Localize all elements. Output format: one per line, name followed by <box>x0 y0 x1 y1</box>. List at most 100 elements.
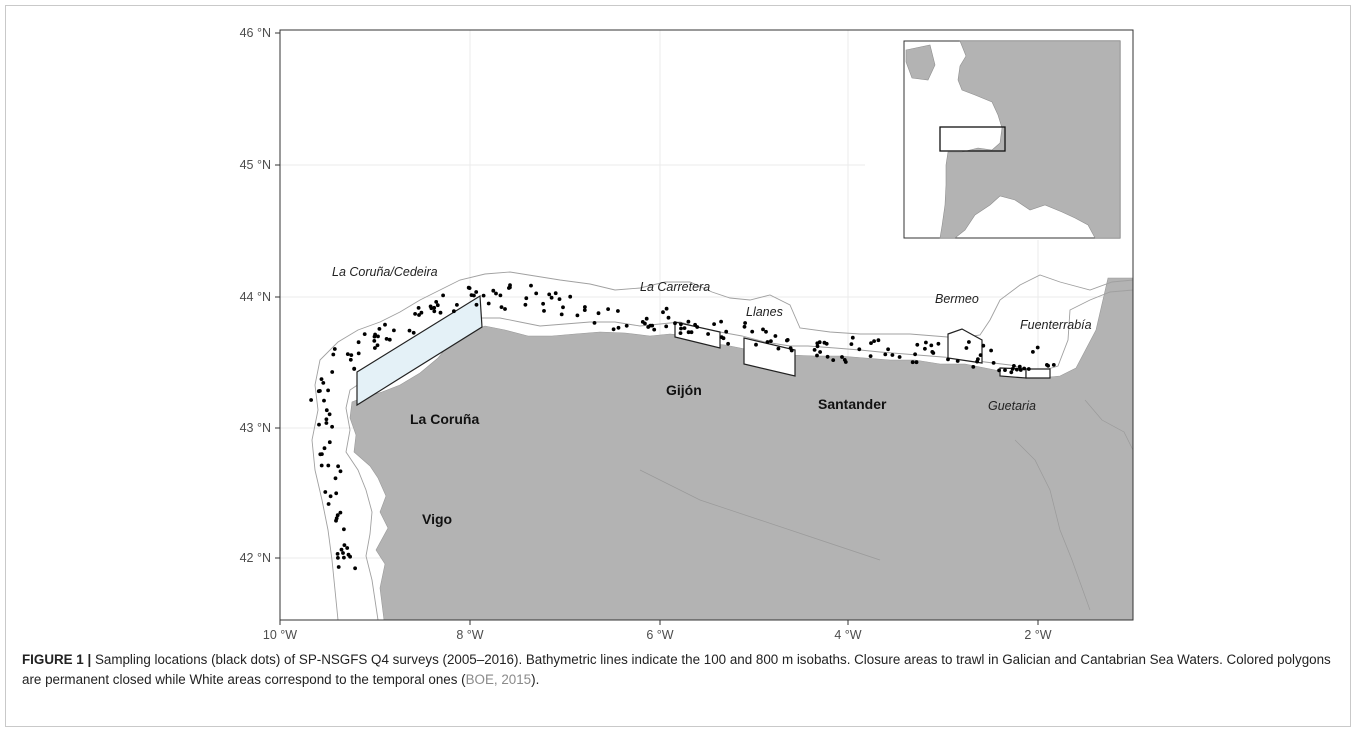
sampling-point <box>338 469 343 474</box>
y-tick-label: 45 °N <box>240 158 271 172</box>
sampling-point <box>679 322 683 327</box>
closure-label-guetaria: Guetaria <box>988 399 1036 413</box>
sampling-point <box>356 340 361 345</box>
sampling-point <box>549 295 554 300</box>
closure-label-la-carretera: La Carretera <box>640 280 710 294</box>
sampling-point <box>616 325 621 330</box>
sampling-point <box>890 353 895 357</box>
sampling-point <box>417 313 421 317</box>
inset-land <box>939 40 1121 239</box>
x-tick-label: 2 °W <box>1024 628 1051 640</box>
sampling-point <box>324 408 329 413</box>
x-tick-label: 6 °W <box>646 628 673 640</box>
sampling-point <box>309 398 313 402</box>
sampling-point <box>872 339 876 343</box>
sampling-point <box>682 326 687 330</box>
sampling-point <box>362 332 367 336</box>
sampling-point <box>455 303 459 307</box>
sampling-point <box>788 346 793 350</box>
sampling-point <box>971 365 976 369</box>
sampling-point <box>592 321 597 325</box>
closure-labels: La Coruña/Cedeira La Carretera Llanes Be… <box>332 265 1092 413</box>
sampling-point <box>335 552 340 556</box>
sampling-point <box>1003 368 1007 372</box>
sampling-point <box>991 361 996 365</box>
sampling-point <box>561 305 565 310</box>
sampling-point <box>469 293 474 297</box>
sampling-point <box>559 312 564 317</box>
sampling-point <box>1046 363 1050 368</box>
sampling-point <box>323 490 328 494</box>
sampling-point <box>886 347 890 352</box>
sampling-point <box>1015 367 1019 372</box>
sampling-point <box>815 341 820 346</box>
closure-polygons <box>356 294 1051 407</box>
caption-text: Sampling locations (black dots) of SP-NS… <box>22 652 1331 687</box>
sampling-point <box>319 463 324 468</box>
sampling-point <box>776 346 781 351</box>
sampling-point <box>348 554 352 559</box>
sampling-point <box>317 422 321 427</box>
sampling-point <box>644 316 649 321</box>
sampling-point <box>342 527 346 532</box>
sampling-point <box>1009 370 1014 375</box>
sampling-point <box>324 421 329 425</box>
city-label-gijon: Gijón <box>666 382 702 398</box>
sampling-point <box>553 291 558 296</box>
caption-end: ). <box>531 672 540 687</box>
inset-study-area <box>939 126 1006 152</box>
sampling-point <box>338 510 343 515</box>
iberian-land <box>349 277 1134 621</box>
sampling-point <box>840 355 844 359</box>
sampling-point <box>915 342 920 347</box>
sampling-point <box>441 293 445 298</box>
sampling-point <box>327 412 332 417</box>
sampling-point <box>534 291 539 296</box>
sampling-point <box>773 334 778 338</box>
sampling-point <box>583 305 587 309</box>
sampling-point <box>721 336 726 341</box>
sampling-point <box>568 294 573 299</box>
x-tick-label: 10 °W <box>263 628 297 640</box>
sampling-point <box>349 353 354 357</box>
sampling-point <box>1035 345 1040 350</box>
sampling-point <box>373 332 377 337</box>
sampling-point <box>964 346 969 350</box>
sampling-point <box>1051 363 1056 367</box>
figure-frame <box>5 5 1351 727</box>
sampling-point <box>332 347 337 351</box>
sampling-point <box>377 327 382 331</box>
sampling-point <box>883 352 888 357</box>
sampling-point <box>946 357 950 362</box>
y-axis-labels: 46 °N 45 °N 44 °N 43 °N 42 °N <box>240 26 271 565</box>
closure-label-llanes: Llanes <box>746 305 783 319</box>
sampling-point <box>666 315 671 320</box>
sampling-point <box>815 344 820 349</box>
sampling-point <box>336 556 340 560</box>
sampling-point <box>327 440 332 445</box>
sampling-point <box>542 309 546 313</box>
sampling-points <box>309 283 1056 571</box>
caption-reference-link[interactable]: BOE, 2015 <box>465 672 532 687</box>
sampling-point <box>765 340 770 344</box>
sampling-point <box>754 342 758 347</box>
sampling-point <box>910 360 915 365</box>
sampling-point <box>322 398 326 403</box>
region-borders <box>639 399 1134 611</box>
sampling-point <box>857 347 862 352</box>
survey-map: 46 °N 45 °N 44 °N 43 °N 42 °N 10 °W 8 °W… <box>240 26 1134 640</box>
sampling-point <box>345 352 350 356</box>
sampling-point <box>319 377 324 381</box>
sampling-point <box>664 306 669 311</box>
sampling-point <box>849 342 854 346</box>
sampling-point <box>345 546 350 550</box>
sampling-point <box>1031 350 1035 354</box>
inset-island <box>905 44 936 81</box>
sampling-point <box>989 348 993 353</box>
closure-la-coruna-cedeira <box>356 294 483 407</box>
sampling-point <box>1018 368 1023 372</box>
sampling-point <box>981 343 986 348</box>
sampling-point <box>356 351 361 356</box>
sampling-point <box>686 330 691 335</box>
sampling-point <box>967 340 971 344</box>
